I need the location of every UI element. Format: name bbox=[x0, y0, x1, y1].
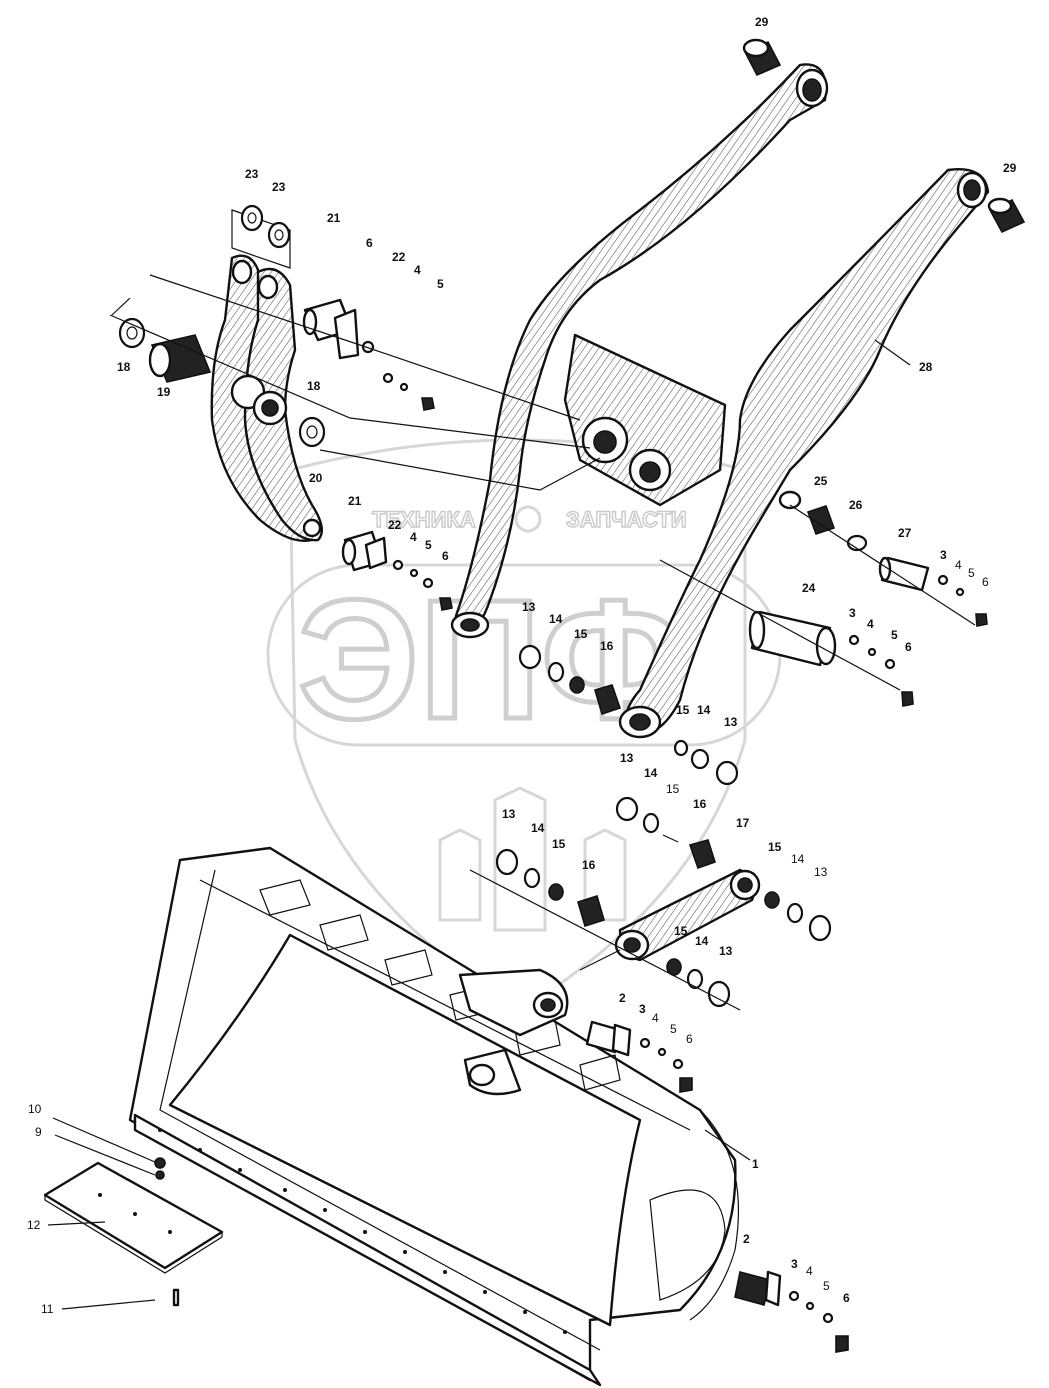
callout-11: 11 bbox=[41, 1302, 54, 1316]
callout-18-right: 18 bbox=[307, 379, 321, 393]
callout-9: 9 bbox=[35, 1125, 42, 1139]
callout-19: 19 bbox=[157, 385, 171, 399]
callout-4-mid-left: 4 bbox=[410, 530, 417, 544]
callout-21-bottom: 21 bbox=[348, 494, 362, 508]
callout-3-upper: 3 bbox=[639, 1002, 646, 1016]
washer-18-right bbox=[298, 416, 326, 448]
washers-23 bbox=[231, 204, 291, 269]
callout-5-lower: 5 bbox=[823, 1279, 830, 1293]
callout-22-top: 22 bbox=[392, 250, 406, 264]
callout-4-top: 4 bbox=[414, 263, 421, 277]
callout-15-d: 15 bbox=[552, 837, 566, 851]
callout-16-c: 16 bbox=[582, 858, 596, 872]
callout-6-upper: 6 bbox=[686, 1032, 693, 1046]
callout-14-c: 14 bbox=[644, 766, 658, 780]
bucket bbox=[128, 846, 740, 1387]
pin-2-upper bbox=[585, 1020, 632, 1057]
callout-23-right: 23 bbox=[272, 180, 286, 194]
callout-15-c: 15 bbox=[666, 782, 680, 796]
callout-14-a: 14 bbox=[549, 612, 563, 626]
fasteners bbox=[154, 340, 988, 1353]
callout-labels: 29 29 23 23 21 6 22 4 5 18 19 18 20 28 2… bbox=[27, 15, 1017, 1316]
callout-28: 28 bbox=[919, 360, 933, 374]
callout-4-right-mid: 4 bbox=[867, 617, 874, 631]
bushing-29-right bbox=[987, 197, 1026, 234]
lift-arm-right bbox=[618, 168, 990, 739]
callout-4-right-top: 4 bbox=[955, 558, 962, 572]
callout-5-upper: 5 bbox=[670, 1022, 677, 1036]
callout-21-top: 21 bbox=[327, 211, 341, 225]
bell-crank bbox=[210, 254, 324, 542]
callout-18-left: 18 bbox=[117, 360, 131, 374]
callout-14-b: 14 bbox=[697, 703, 711, 717]
callout-2-upper: 2 bbox=[619, 991, 626, 1005]
callout-17: 17 bbox=[736, 816, 750, 830]
pin-21-bottom bbox=[341, 530, 388, 572]
callout-26: 26 bbox=[849, 498, 863, 512]
callout-6-right-mid: 6 bbox=[905, 640, 912, 654]
callout-5-right-top: 5 bbox=[968, 566, 975, 580]
callout-14-e: 14 bbox=[791, 852, 805, 866]
cutting-edge-bolt-holes bbox=[158, 1128, 567, 1334]
callout-15-b: 15 bbox=[676, 703, 690, 717]
callout-14-d: 14 bbox=[531, 821, 545, 835]
lift-arm-left bbox=[450, 63, 829, 639]
pin-27 bbox=[878, 556, 930, 592]
callout-4-lower: 4 bbox=[806, 1264, 813, 1278]
callout-24: 24 bbox=[802, 581, 816, 595]
callout-16-b: 16 bbox=[693, 797, 707, 811]
callout-13-e: 13 bbox=[814, 865, 828, 879]
callout-15-f: 15 bbox=[674, 924, 688, 938]
watermark-text-left: ТЕХНИКА bbox=[372, 507, 476, 532]
callout-20: 20 bbox=[309, 471, 323, 485]
callout-13-a: 13 bbox=[522, 600, 536, 614]
callout-5-right-mid: 5 bbox=[891, 628, 898, 642]
cutting-edge-plate bbox=[43, 1161, 224, 1274]
callout-6-right-top: 6 bbox=[982, 575, 989, 589]
callout-23-left: 23 bbox=[245, 167, 259, 181]
seal-ring-sets bbox=[495, 644, 832, 1008]
callout-5-mid-left: 5 bbox=[425, 538, 432, 552]
callout-15-e: 15 bbox=[768, 840, 782, 854]
bushing-19 bbox=[148, 334, 212, 383]
callout-3-right-top: 3 bbox=[940, 548, 947, 562]
callout-13-c: 13 bbox=[620, 751, 634, 765]
callout-2-lower: 2 bbox=[743, 1232, 750, 1246]
callout-3-lower: 3 bbox=[791, 1257, 798, 1271]
watermark-text-right: ЗАПЧАСТИ bbox=[566, 507, 687, 532]
callout-13-b: 13 bbox=[724, 715, 738, 729]
callout-16-a: 16 bbox=[600, 639, 614, 653]
callout-10: 10 bbox=[28, 1102, 42, 1116]
callout-6-mid-left: 6 bbox=[442, 549, 449, 563]
washer-18-left bbox=[118, 317, 146, 349]
callout-4-upper: 4 bbox=[652, 1011, 659, 1025]
callout-1: 1 bbox=[752, 1157, 759, 1171]
callout-27: 27 bbox=[898, 526, 912, 540]
callout-6-lower: 6 bbox=[843, 1291, 850, 1305]
callout-25: 25 bbox=[814, 474, 828, 488]
callout-15-a: 15 bbox=[574, 627, 588, 641]
assembly-axis-lines bbox=[47, 274, 976, 1310]
bushing-25 bbox=[806, 504, 836, 536]
callout-29-top: 29 bbox=[755, 15, 769, 29]
bucket-link bbox=[614, 868, 761, 962]
callout-3-right-mid: 3 bbox=[849, 606, 856, 620]
callout-6-top: 6 bbox=[366, 236, 373, 250]
callout-14-f: 14 bbox=[695, 934, 709, 948]
callout-13-d: 13 bbox=[502, 807, 516, 821]
callout-29-right: 29 bbox=[1003, 161, 1017, 175]
callout-12: 12 bbox=[27, 1218, 41, 1232]
callout-5-top: 5 bbox=[437, 277, 444, 291]
bushing-29-top bbox=[742, 38, 782, 77]
pin-2-lower bbox=[734, 1270, 782, 1307]
pin-24 bbox=[748, 610, 837, 667]
callout-22-bottom: 22 bbox=[388, 518, 402, 532]
callout-13-f: 13 bbox=[719, 944, 733, 958]
